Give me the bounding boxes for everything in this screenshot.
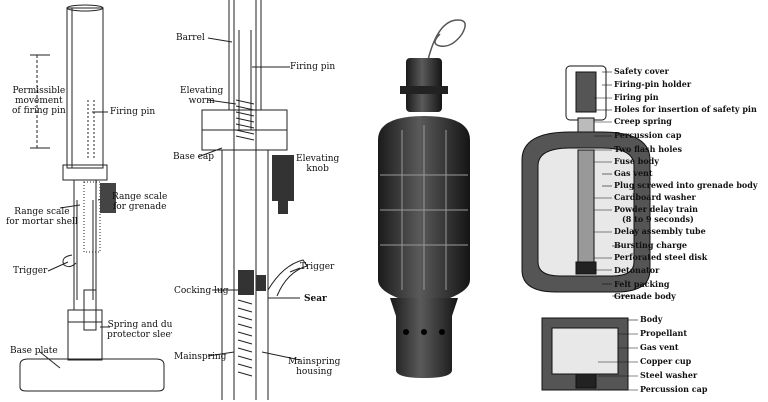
label-elevating-worm: Elevating worm xyxy=(180,86,224,106)
label-cocking-lug: Cocking lug xyxy=(174,286,229,296)
label-trigger-2: Trigger xyxy=(300,262,335,272)
label-cardboard-washer: Cardboard washer xyxy=(614,192,696,202)
discharger-diagram: Permissible movement of firing pin Firin… xyxy=(0,0,172,402)
label-percussion-cap: Percussion cap xyxy=(614,130,682,140)
label-barrel: Barrel xyxy=(176,33,205,43)
label-sear: Sear xyxy=(304,294,327,304)
label-firing-pin-2: Firing pin xyxy=(290,62,336,72)
label-mainspring: Mainspring xyxy=(174,352,227,362)
label-range-scale-grenade: Range scale for grenade xyxy=(112,192,168,212)
label-gas-vent: Gas vent xyxy=(614,168,653,178)
label-body: Body xyxy=(640,314,663,324)
label-elevating-knob: Elevating knob xyxy=(296,154,340,174)
grenade-photo-drawing xyxy=(378,19,470,378)
label-detonator: Detonator xyxy=(614,265,660,275)
label-propellant: Propellant xyxy=(640,328,688,338)
label-safety-pin-holes: Holes for insertion of safety pin xyxy=(614,104,757,114)
label-mainspring-housing: Mainspring housing xyxy=(288,357,341,377)
label-spring-sleeve: Spring and dust protector sleeve xyxy=(107,320,172,340)
label-powder-delay-train: Powder delay train xyxy=(614,204,698,214)
label-felt-packing: Felt packing xyxy=(614,279,670,289)
mechanism-drawing xyxy=(197,0,308,400)
label-firing-pin-holder: Firing-pin holder xyxy=(614,79,692,89)
label-trigger: Trigger xyxy=(13,266,48,276)
discharger-drawing xyxy=(19,4,165,392)
label-percussion-cap-2: Percussion cap xyxy=(640,384,708,394)
label-delay-assembly-tube: Delay assembly tube xyxy=(614,226,706,236)
label-bursting-charge: Bursting charge xyxy=(614,240,687,250)
grenade-section-diagram: Safety cover Firing-pin holder Firing pi… xyxy=(502,0,768,402)
label-firing-pin-3: Firing pin xyxy=(614,92,659,102)
mechanism-diagram: Barrel Firing pin Elevating worm Base ca… xyxy=(172,0,342,402)
label-base-plate: Base plate xyxy=(10,346,58,356)
label-fuse-body: Fuse body xyxy=(614,156,659,166)
label-plug: Plug screwed into grenade body xyxy=(614,180,758,190)
grenade-photo xyxy=(342,0,502,402)
label-creep-spring: Creep spring xyxy=(614,116,672,126)
label-firing-pin: Firing pin xyxy=(110,107,156,117)
label-base-cap: Base cap xyxy=(173,152,214,162)
label-two-flash-holes: Two flash holes xyxy=(614,144,682,154)
label-perforated-disk: Perforated steel disk xyxy=(614,252,708,262)
label-safety-cover: Safety cover xyxy=(614,66,669,76)
label-permissible-movement: Permissible movement of firing pin xyxy=(12,86,66,116)
label-copper-cup: Copper cup xyxy=(640,356,692,366)
label-range-scale-mortar: Range scale for mortar shell xyxy=(6,207,78,227)
label-gas-vent-2: Gas vent xyxy=(640,342,679,352)
label-grenade-body: Grenade body xyxy=(614,291,676,301)
label-steel-washer: Steel washer xyxy=(640,370,698,380)
label-delay-seconds: (8 to 9 seconds) xyxy=(622,214,694,224)
grenade-section-drawing xyxy=(521,65,651,391)
